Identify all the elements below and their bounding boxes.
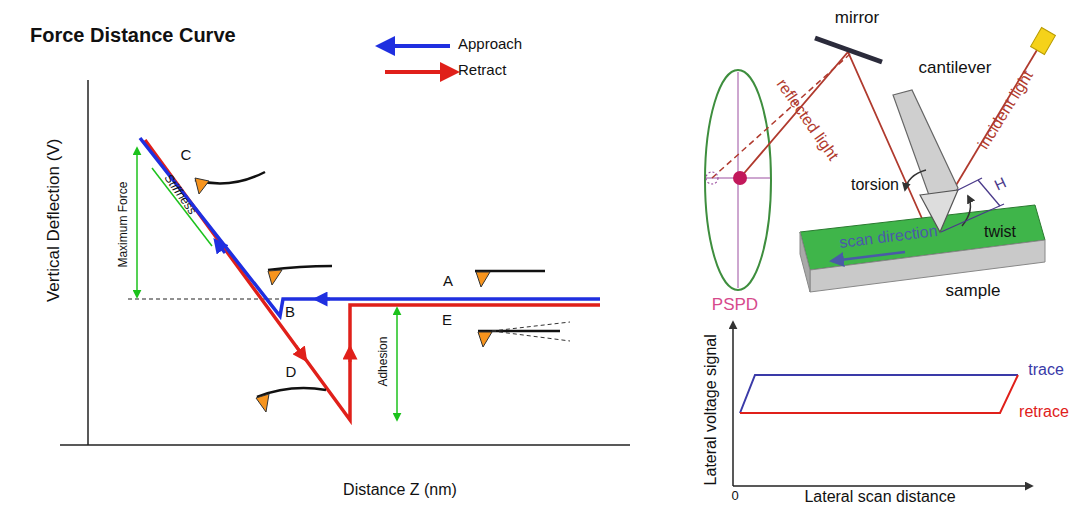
retract-sample [385, 70, 450, 74]
part-label: cantilever [919, 59, 992, 78]
laser-spot [733, 171, 747, 185]
part-label: PSPD [712, 296, 758, 315]
ray-label: incident light [974, 68, 1036, 153]
retract-arrow [349, 352, 352, 362]
cantilever-icon [268, 266, 332, 285]
max-force-label: Maximum Force [117, 182, 130, 268]
trace-line [740, 375, 1018, 413]
reflected-ray [740, 52, 928, 232]
series-label: retrace [1019, 403, 1069, 421]
retrace-line [740, 375, 1018, 413]
axis-title: Vertical Deflection (V) [46, 138, 65, 301]
spot-previous [706, 172, 718, 184]
afm-schematic [705, 27, 1055, 292]
cantilever-icon [475, 271, 545, 287]
laser-source [1031, 27, 1056, 54]
legend-text: Retract [458, 62, 506, 79]
adhesion-arrow [396, 308, 398, 420]
pspd-detector [705, 70, 771, 290]
y-axis [87, 80, 89, 445]
part-label: torsion [851, 176, 899, 194]
legend-text: Approach [458, 36, 522, 53]
y-axis [732, 322, 734, 486]
dimension-label: H [992, 174, 1009, 194]
mirror [815, 38, 882, 62]
stiffness-label: Stiffness [161, 172, 198, 217]
point-letter: B [285, 304, 295, 321]
point-letter: E [442, 312, 452, 329]
x-axis [60, 444, 630, 446]
axis-title: Lateral scan distance [804, 488, 955, 506]
baseline [128, 299, 282, 300]
part-label: sample [946, 282, 1001, 301]
sample-side [800, 232, 810, 292]
cantilever-icon [478, 322, 570, 347]
torsion-arrow [905, 170, 926, 190]
max-force-arrow [136, 148, 138, 297]
approach-sample [385, 44, 450, 48]
axis-title: Distance Z (nm) [343, 481, 457, 499]
cantilever-icon [256, 388, 326, 412]
approach-arrow [218, 244, 225, 253]
axis-title: Lateral voltage signal [702, 334, 720, 485]
retract-arrow [296, 346, 303, 356]
stiffness-line [152, 168, 212, 246]
x-axis [733, 485, 1032, 487]
approach-arrow [320, 298, 330, 301]
series-label: trace [1028, 361, 1064, 379]
retract-curve [145, 140, 600, 420]
chart-title: Force Distance Curve [30, 24, 236, 46]
point-letter: D [286, 364, 297, 381]
scan-label: scan direction [838, 222, 938, 251]
axis-origin: 0 [731, 489, 738, 503]
lateral-plot [733, 322, 1032, 486]
part-label: twist [984, 223, 1016, 241]
scan-arrow [832, 252, 905, 261]
approach-curve [140, 138, 600, 316]
part-label: mirror [835, 9, 879, 28]
cantilever-icon [195, 172, 265, 194]
point-letter: A [443, 273, 453, 290]
force-chart [60, 46, 630, 445]
adhesion-label: Adhesion [377, 337, 390, 387]
ray-label: reflected light [773, 76, 842, 164]
point-letter: C [181, 147, 192, 164]
